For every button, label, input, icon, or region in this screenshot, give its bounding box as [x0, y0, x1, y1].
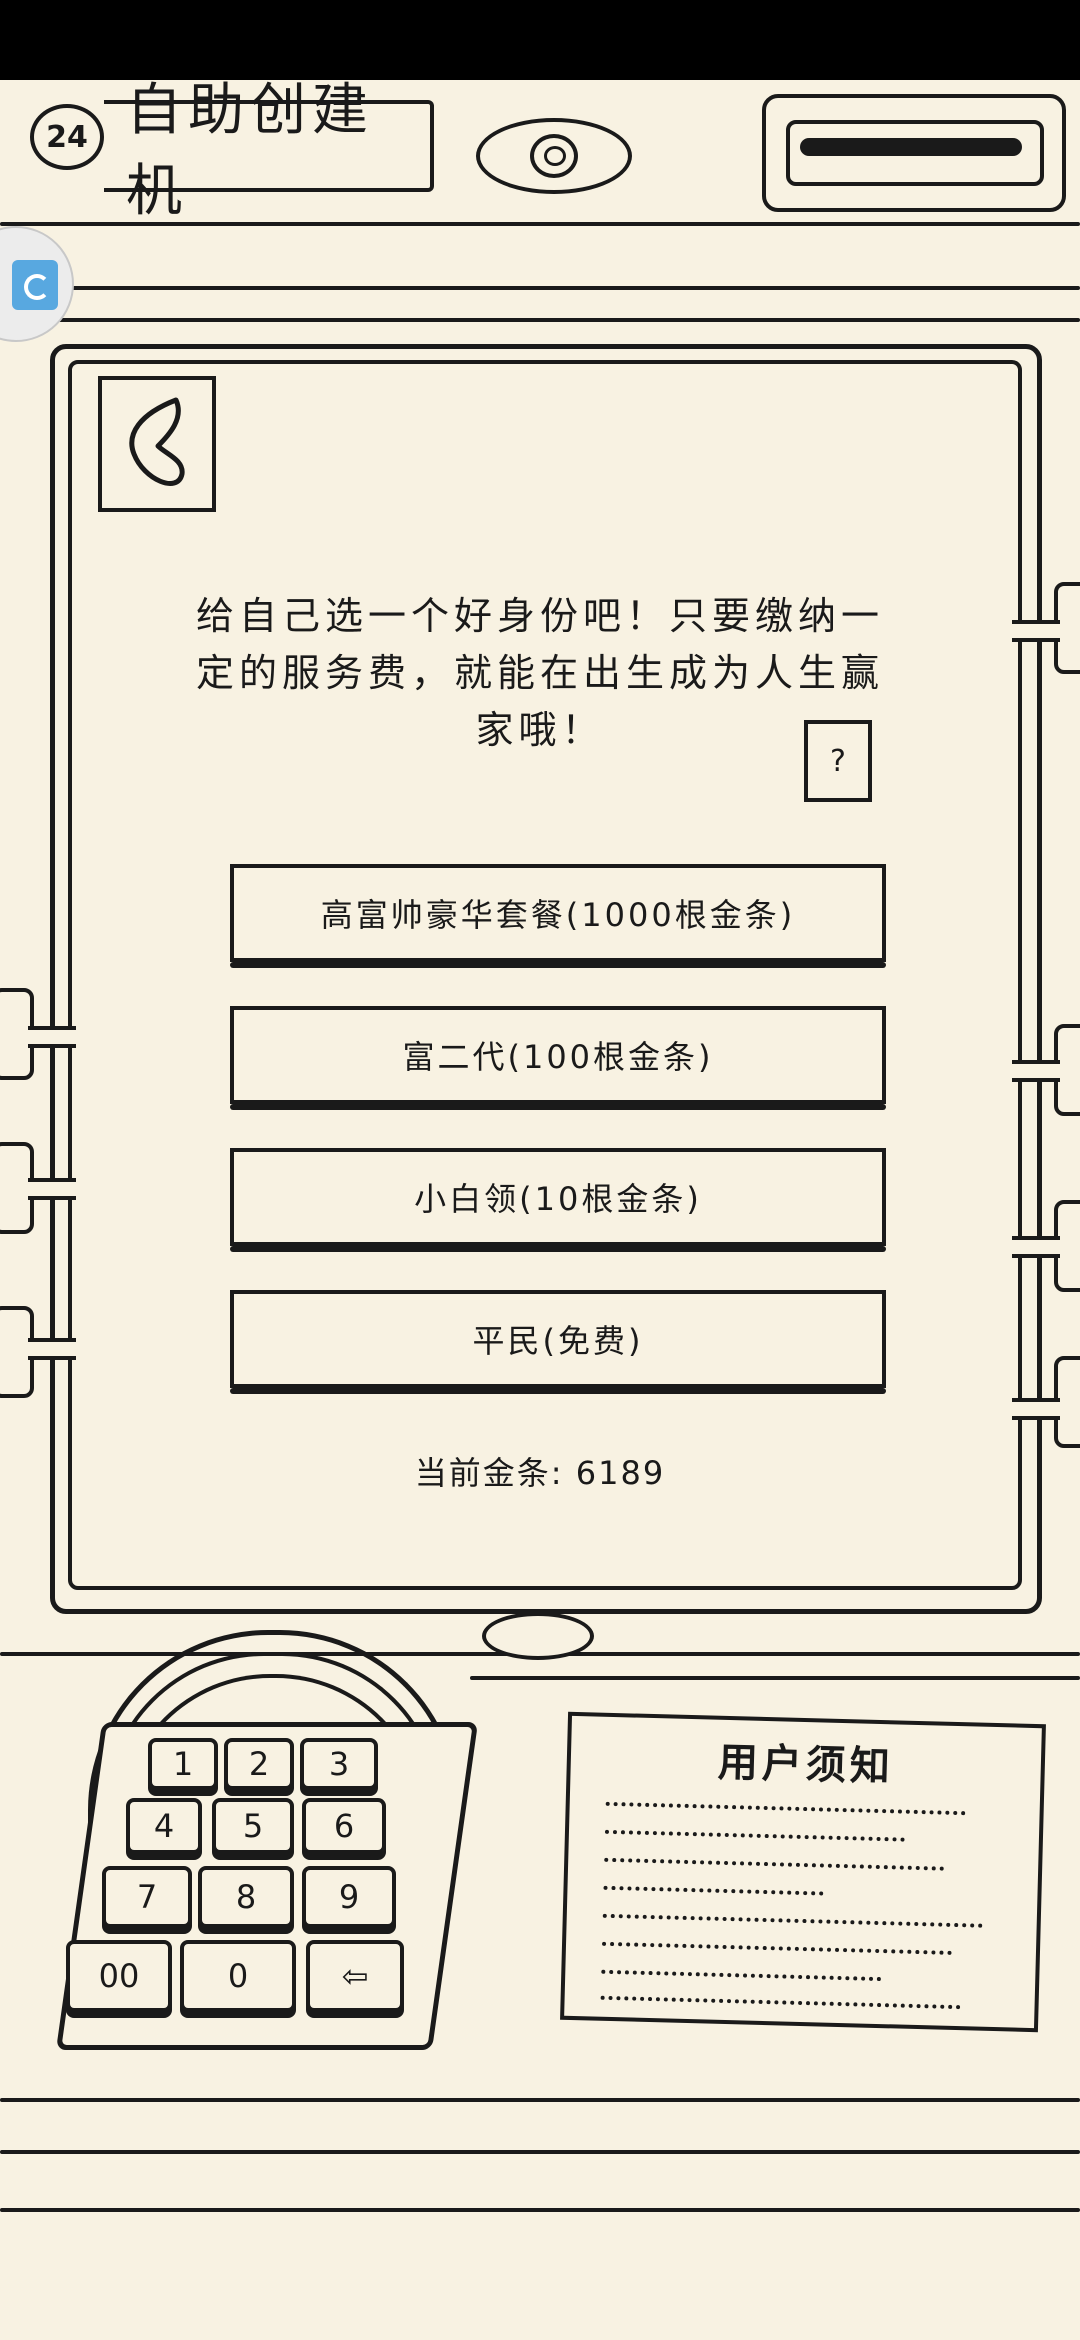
notice-title: 用户须知 [717, 1739, 895, 1791]
divider [470, 1676, 1080, 1680]
option-commoner[interactable]: 平民(免费) [230, 1290, 886, 1394]
option-rich-second-gen[interactable]: 富二代(100根金条) [230, 1006, 886, 1110]
keypad: 1 2 3 4 5 6 7 8 9 00 0 ⇦ [56, 1630, 479, 2050]
key-9[interactable]: 9 [302, 1866, 396, 1928]
option-white-collar[interactable]: 小白领(10根金条) [230, 1148, 886, 1252]
key-3[interactable]: 3 [300, 1738, 378, 1790]
machine-title: 自助创建机 [104, 78, 434, 224]
key-2[interactable]: 2 [224, 1738, 294, 1790]
key-5[interactable]: 5 [212, 1798, 294, 1854]
divider [0, 2098, 1080, 2102]
key-0[interactable]: 0 [180, 1940, 296, 2012]
divider [0, 2150, 1080, 2154]
eye-icon [530, 134, 578, 178]
floating-assistant-button[interactable] [0, 226, 74, 342]
key-backspace[interactable]: ⇦ [306, 1940, 404, 2012]
screen-latch [482, 1612, 594, 1660]
key-8[interactable]: 8 [198, 1866, 294, 1928]
user-notice[interactable]: 用户须知 [560, 1711, 1046, 2033]
eye-button[interactable] [476, 118, 632, 194]
key-4[interactable]: 4 [126, 1798, 202, 1854]
divider [0, 2208, 1080, 2212]
intro-text: 给自己选一个好身份吧！只要缴纳一定的服务费，就能在出生成为人生赢家哦！ [195, 594, 884, 752]
card-slot[interactable] [762, 94, 1066, 212]
key-1[interactable]: 1 [148, 1738, 218, 1790]
back-arrow-icon [129, 397, 185, 486]
status-bar [0, 0, 1080, 80]
key-6[interactable]: 6 [302, 1798, 386, 1854]
key-7[interactable]: 7 [102, 1866, 192, 1928]
help-button[interactable]: ? [804, 720, 872, 802]
divider [0, 318, 1080, 322]
assistant-icon [12, 260, 58, 310]
gold-balance: 当前金条: 6189 [414, 1454, 666, 1492]
divider [0, 286, 1080, 290]
screen-panel [68, 360, 1022, 1590]
back-button[interactable] [98, 376, 216, 512]
key-00[interactable]: 00 [66, 1940, 172, 2012]
level-badge: 24 [30, 104, 104, 170]
option-luxury-package[interactable]: 高富帅豪华套餐(1000根金条) [230, 864, 886, 968]
slot-opening [800, 138, 1022, 156]
divider [0, 222, 1080, 226]
